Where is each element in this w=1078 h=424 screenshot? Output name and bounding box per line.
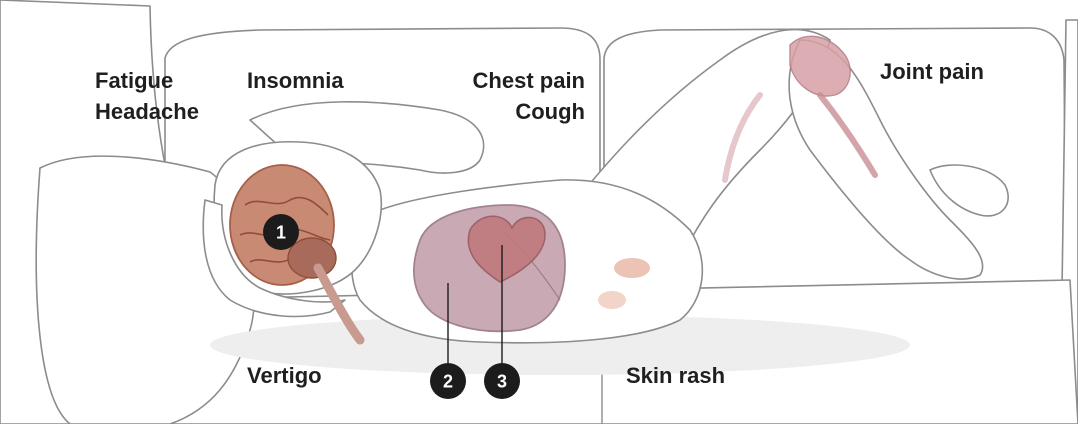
label-cough: Cough: [470, 98, 585, 125]
label-headache: Headache: [95, 98, 199, 125]
label-fatigue: Fatigue: [95, 67, 173, 94]
label-skin-rash: Skin rash: [626, 362, 725, 389]
label-joint-pain: Joint pain: [880, 58, 984, 85]
marker-1-number: 1: [276, 223, 286, 243]
label-chest-pain: Chest pain: [470, 67, 585, 94]
marker-3-number: 3: [497, 372, 507, 392]
marker-2-number: 2: [443, 372, 453, 392]
label-vertigo: Vertigo: [247, 362, 322, 389]
label-insomnia: Insomnia: [247, 67, 344, 94]
marker-1: 1: [263, 214, 299, 250]
